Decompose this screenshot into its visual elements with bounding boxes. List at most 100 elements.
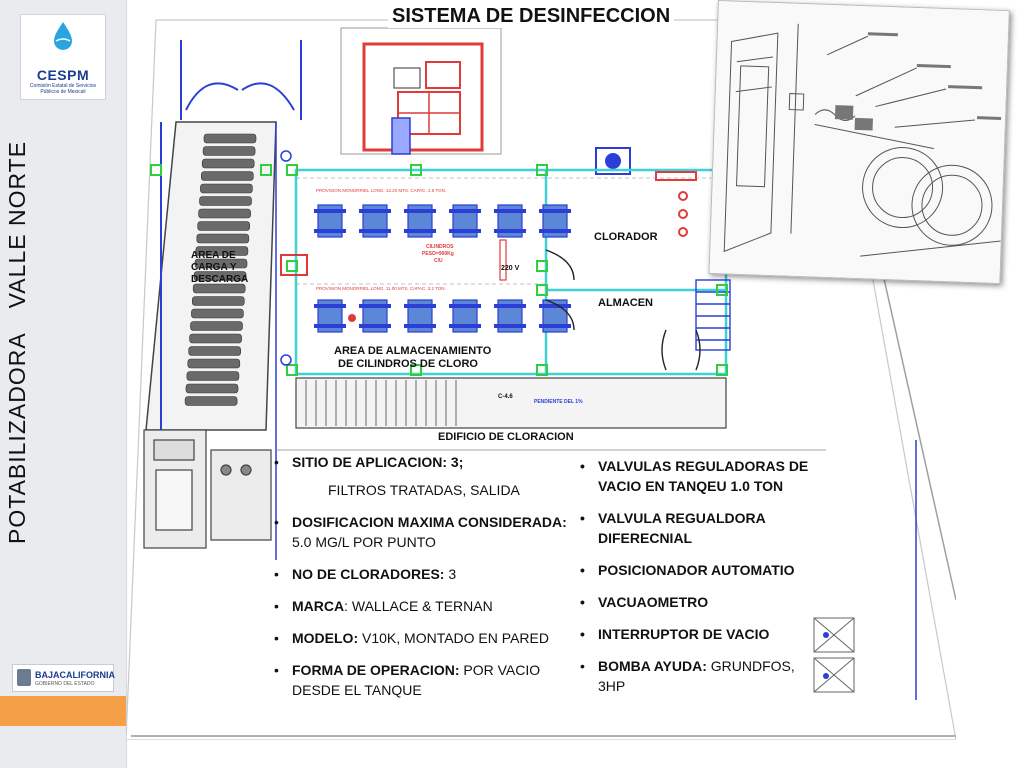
cespm-full-line1: Comisión Estatal de Servicios	[29, 83, 97, 89]
storage-tank	[199, 196, 252, 206]
clorador-equipment	[655, 171, 697, 237]
storage-tank	[192, 296, 245, 306]
ramp	[295, 377, 727, 429]
spec-marca: MARCA: WALLACE & TERNAN	[270, 596, 570, 616]
baja-california-logo: BAJACALIFORNIA GOBIERNO DEL ESTADO	[12, 664, 115, 692]
plan-label-almacen: ALMACEN	[598, 297, 653, 309]
column-marker	[536, 364, 548, 376]
column-marker	[410, 164, 422, 176]
storage-tank	[201, 171, 254, 181]
spec-list-left: SITIO DE APLICACION: 3; FILTROS TRATADAS…	[270, 452, 570, 712]
top-building	[340, 27, 502, 155]
storage-tank	[198, 208, 251, 219]
plan-label-pendiente: PENDIENTE DEL 1%	[534, 399, 583, 405]
chlorine-cylinder	[449, 204, 481, 238]
chlorine-cylinder	[359, 204, 391, 238]
storage-tank	[189, 333, 242, 344]
column-marker	[716, 284, 728, 296]
valve-marker	[348, 314, 356, 322]
truck-outline	[143, 429, 207, 549]
spec-cloradores-label: NO DE CLORADORES:	[292, 566, 445, 582]
chlorine-cylinder	[539, 299, 571, 333]
chlorine-cylinder	[314, 204, 346, 238]
spec-vacuometro: VACUAOMETRO	[576, 592, 816, 612]
spec-valvulas-reguladoras: VALVULAS REGULADORAS DE VACIO EN TANQEU …	[576, 456, 816, 496]
equipment-outline	[210, 449, 272, 541]
spec-modelo: MODELO: V10K, MONTADO EN PARED	[270, 628, 570, 648]
column-marker	[716, 364, 728, 376]
chlorine-cylinders	[314, 204, 571, 333]
chlorine-cylinder	[494, 204, 526, 238]
installation-photo	[708, 0, 1010, 285]
chlorine-cylinder	[449, 299, 481, 333]
cespm-full-line2: Públicos de Mexicali	[40, 89, 86, 95]
storage-tank	[188, 346, 242, 356]
storage-tank	[201, 158, 255, 169]
column-marker	[410, 364, 422, 376]
manholes	[280, 150, 292, 366]
spec-sitio-label: SITIO DE APLICACION: 3;	[292, 454, 464, 470]
storage-tank	[187, 358, 241, 369]
plan-label-carga1: AREA DE	[191, 250, 236, 261]
storage-tank	[202, 146, 256, 156]
plan-label-voltage: 220 V	[501, 265, 520, 272]
spec-dosificacion-label: DOSIFICACION MAXIMA CONSIDERADA:	[292, 514, 567, 530]
column-markers	[150, 164, 728, 376]
spec-marca-label: MARCA	[292, 598, 345, 614]
spec-operacion-value: POR VACIO DESDE EL TANQUE	[292, 662, 541, 698]
water-drop-icon	[54, 22, 72, 50]
spec-sitio-detail: FILTROS TRATADAS, SALIDA	[328, 482, 520, 498]
spec-interruptor: INTERRUPTOR DE VACIO	[576, 624, 816, 644]
spec-dosificacion: DOSIFICACION MAXIMA CONSIDERADA: 5.0 MG/…	[270, 512, 570, 552]
column-marker	[150, 164, 162, 176]
storage-tank	[193, 271, 247, 281]
storage-tank	[186, 371, 240, 381]
storage-tank	[195, 246, 249, 256]
spec-posicionador: POSICIONADOR AUTOMATIO	[576, 560, 816, 580]
cespm-name: CESPM	[36, 67, 90, 83]
spec-cloradores: NO DE CLORADORES: 3	[270, 564, 570, 584]
storage-tank	[194, 258, 248, 269]
spec-bomba-value: GRUNDFOS, 3HP	[598, 658, 795, 694]
plan-label-cilindros3: C/U	[434, 258, 443, 264]
storage-tank	[185, 383, 239, 394]
column-marker	[536, 284, 548, 296]
column-marker	[286, 164, 298, 176]
stairs	[695, 279, 731, 351]
spec-operacion-label: FORMA DE OPERACION:	[292, 662, 460, 678]
cespm-full-name: Comisión Estatal de Servicios Públicos d…	[23, 83, 103, 95]
chlorine-cylinder	[404, 299, 436, 333]
spec-valvula-diferencial: VALVULA REGUALDORA DIFERECNIAL	[576, 508, 816, 548]
vertical-title-part1: POTABILIZADORA	[4, 332, 30, 544]
control-units	[813, 617, 855, 693]
storage-tank	[200, 183, 253, 194]
storage-tank	[190, 321, 243, 331]
spec-operacion: FORMA DE OPERACION: POR VACIO DESDE EL T…	[270, 660, 570, 700]
tank-grid	[184, 133, 257, 406]
accent-bar	[0, 696, 126, 726]
plan-label-provision-bottom: PROVISION MONORRIEL LONG. 11.00 MTS. CAP…	[316, 286, 446, 291]
plan-label-cilindros1: CILINDROS	[426, 244, 454, 250]
column-marker	[260, 164, 272, 176]
storage-tank	[191, 308, 244, 319]
column-marker	[536, 260, 548, 272]
slide-title: SISTEMA DE DESINFECCION	[388, 5, 675, 28]
column-marker	[286, 364, 298, 376]
plan-label-level: C-4.6	[498, 394, 513, 400]
spec-modelo-label: MODELO:	[292, 630, 359, 646]
spec-cloradores-value: 3	[444, 566, 457, 582]
plan-label-area1: AREA DE ALMACENAMIENTO	[334, 345, 492, 357]
storage-tank	[203, 133, 257, 144]
storage-tank	[192, 283, 246, 294]
column-marker	[286, 260, 298, 272]
plan-label-carga3: DESCARGA	[191, 274, 248, 285]
column-marker	[536, 164, 548, 176]
gate-arcs	[180, 40, 302, 120]
vertical-title-part2: VALLE NORTE	[4, 140, 30, 309]
door-swings	[545, 249, 701, 371]
chlorine-cylinder	[404, 204, 436, 238]
plan-label-provision-top: PROVISION MONORRIEL LONG. 13.20 MTS. CAP…	[316, 188, 446, 193]
plan-label-clorador: CLORADOR	[594, 231, 658, 243]
plan-label-cilindros2: PESO=900Kg	[422, 251, 454, 257]
bc-name: BAJACALIFORNIA	[35, 670, 115, 680]
